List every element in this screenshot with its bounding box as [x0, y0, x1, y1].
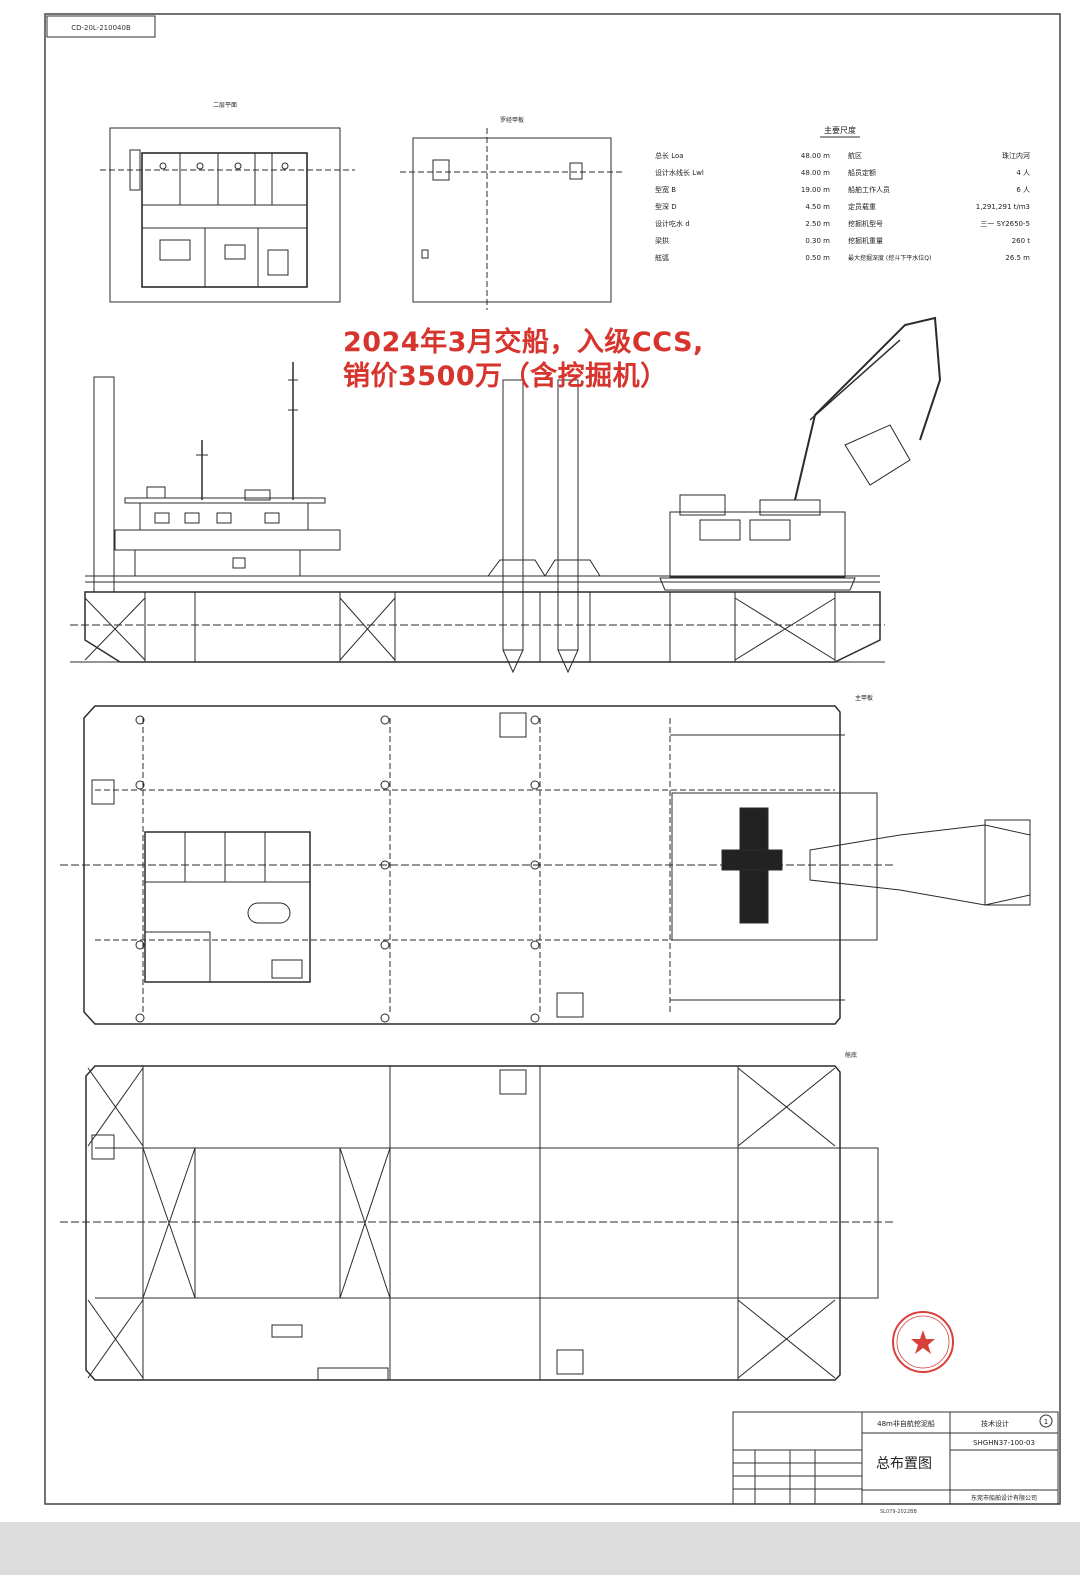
- particular-label: 型宽 B: [655, 185, 676, 194]
- particular-value: 珠江内河: [1002, 151, 1030, 160]
- particular-value: 4.50 m: [805, 203, 830, 211]
- side-elevation: [70, 316, 942, 674]
- annotation-line-1: 2024年3月交船，入级CCS,: [343, 327, 704, 358]
- particular-value: 2.50 m: [805, 220, 830, 228]
- corner-code-box: [46, 15, 156, 38]
- particular-value: 0.30 m: [805, 237, 830, 245]
- footer-code: SL079-2022BB: [880, 1509, 917, 1515]
- company-name: 东莞市船舶设计有限公司: [971, 1494, 1037, 1502]
- drawing-name: 总布置图: [876, 1456, 932, 1472]
- drawing-number: SHGHN37-100-03: [973, 1439, 1035, 1447]
- particular-value: 4 人: [1016, 169, 1030, 177]
- company-stamp: [892, 1311, 954, 1373]
- particular-value: 48.00 m: [801, 169, 830, 177]
- principal-particulars: 主要尺度 总长 Loa 48.00 m 设计水线长 Lwl 48.00 m 型宽…: [655, 125, 1030, 262]
- particular-label: 梁拱: [655, 236, 669, 245]
- particular-label: 设计吃水 d: [655, 219, 690, 228]
- particular-label: 船员定额: [848, 168, 876, 177]
- particular-value: 48.00 m: [801, 152, 830, 160]
- particular-value: 1,291,291 t/m3: [976, 203, 1030, 211]
- second-floor-label: 二层平面: [213, 102, 237, 109]
- particular-label: 设计水线长 Lwl: [655, 168, 704, 177]
- particular-value: 26.5 m: [1005, 254, 1030, 262]
- particulars-title: 主要尺度: [824, 125, 856, 135]
- drawing-frame: [44, 13, 1061, 1505]
- compass-deck-label: 罗经甲板: [500, 116, 524, 124]
- particular-value: 三一 SY2650-5: [980, 220, 1030, 228]
- stamp-star-icon: [911, 1330, 935, 1354]
- bottom-bar: [0, 1522, 1080, 1575]
- main-deck-label: 主甲板: [855, 694, 873, 702]
- particular-value: 6 人: [1016, 186, 1030, 194]
- hold-plan: 舱底: [60, 1051, 895, 1381]
- compass-deck-plan: 罗经甲板: [400, 116, 625, 310]
- hold-plan-label: 舱底: [845, 1051, 857, 1059]
- particular-label: 总长 Loa: [655, 151, 684, 160]
- sheet-number: 1: [1044, 1418, 1048, 1426]
- particular-label: 挖掘机型号: [848, 219, 883, 228]
- particular-label: 挖掘机重量: [848, 236, 883, 245]
- second-floor-plan: 二层平面: [100, 102, 355, 303]
- annotation-line-2: 销价3500万（含挖掘机）: [343, 361, 668, 392]
- particular-label: 舷弧: [655, 253, 669, 262]
- particular-value: 0.50 m: [805, 254, 830, 262]
- particular-label: 航区: [848, 151, 862, 160]
- particular-label: 型深 D: [655, 202, 677, 211]
- particular-label: 最大挖掘深度 (挖斗下平水位Q): [848, 254, 931, 262]
- design-stage: 技术设计: [981, 1419, 1009, 1428]
- title-block: [732, 1411, 1059, 1505]
- corner-code-text: CD-20L-210040B: [71, 24, 131, 32]
- particular-label: 定员载重: [848, 202, 876, 211]
- particular-value: 260 t: [1012, 237, 1031, 245]
- particular-value: 19.00 m: [801, 186, 830, 194]
- project-name: 48m非自航挖泥船: [877, 1419, 935, 1428]
- particular-label: 船舶工作人员: [848, 185, 890, 194]
- sale-annotation: 2024年3月交船，入级CCS, 销价3500万（含挖掘机）: [343, 326, 704, 394]
- main-deck-plan: 主甲板: [60, 694, 1031, 1025]
